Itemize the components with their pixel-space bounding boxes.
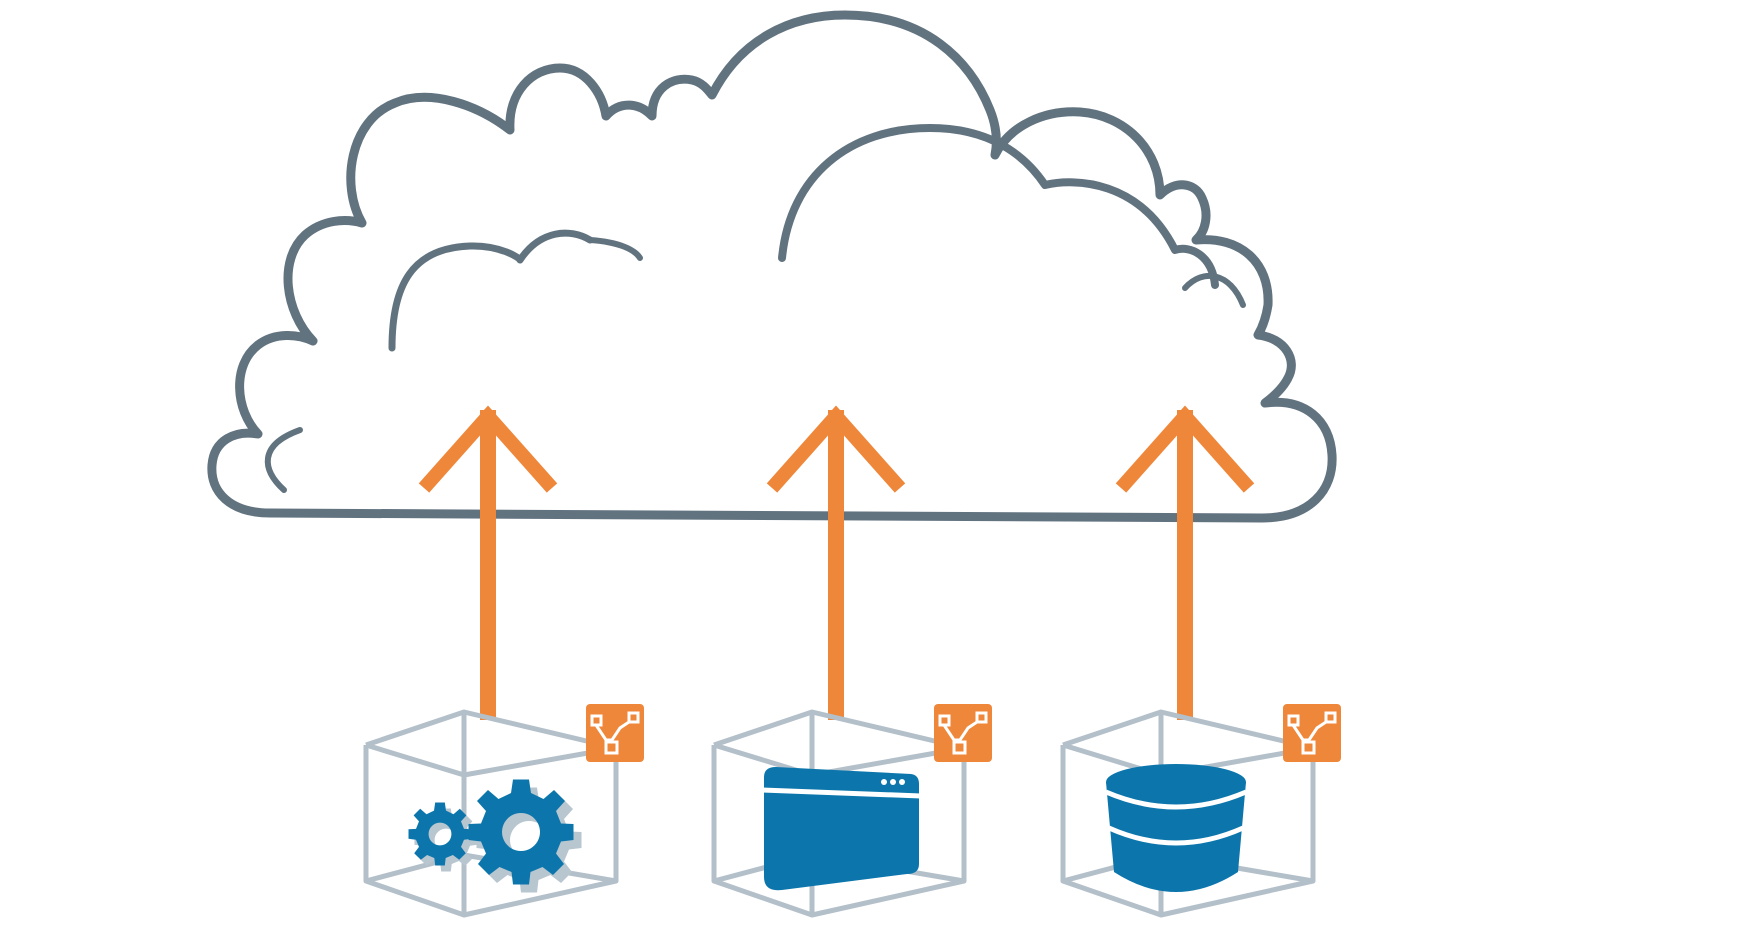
upload-arrows (418, 405, 1255, 720)
upload-arrow (766, 405, 906, 720)
gears-icon (408, 779, 582, 893)
cloud-icon (207, 10, 1337, 523)
container-box (366, 702, 646, 915)
network-tree-icon (932, 702, 994, 764)
containers (366, 702, 1343, 915)
database-icon (1105, 764, 1247, 892)
network-tree-icon (1281, 702, 1343, 764)
container-box (714, 702, 994, 915)
network-tree-icon (584, 702, 646, 764)
upload-arrow (1115, 405, 1255, 720)
upload-arrow (418, 405, 558, 720)
container-box (1063, 702, 1343, 915)
browser-window-icon (761, 767, 922, 891)
